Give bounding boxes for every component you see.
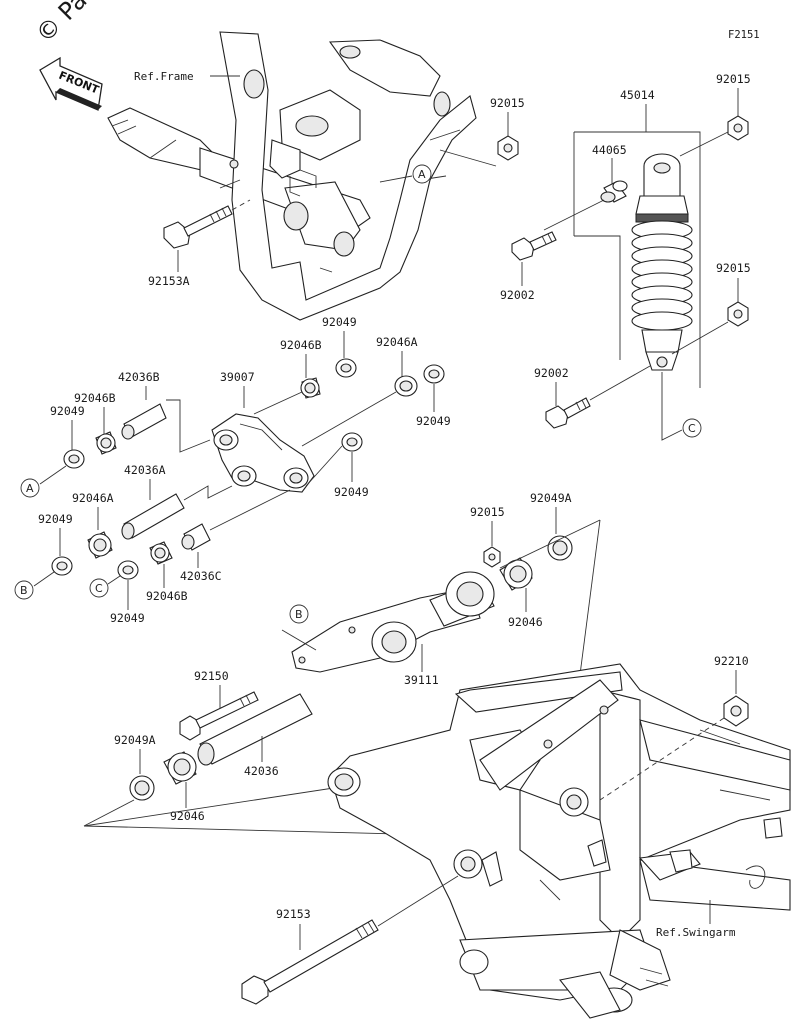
- bolt-92153A-icon: [163, 205, 233, 249]
- bearing-92046B-left-icon: [95, 431, 117, 455]
- bolt-92153-icon: [241, 919, 379, 1005]
- callout-a-frame: [412, 164, 432, 184]
- part-42036A-label: 42036A: [124, 463, 166, 477]
- part-92210-label: 92210: [714, 654, 749, 668]
- bolt-92150-icon: [179, 691, 259, 741]
- part-92049-lower-left-label: 92049: [38, 512, 73, 526]
- part-92046A-left-label: 92046A: [72, 491, 114, 505]
- part-92049A-left-label: 92049A: [114, 733, 156, 747]
- seal-92049-left-icon: [63, 449, 85, 469]
- ref-swingarm-label: Ref.Swingarm: [656, 926, 736, 939]
- part-42036B-label: 42036B: [118, 370, 160, 384]
- callout-b-rod: [289, 604, 309, 624]
- callout-c-shock-label: C: [688, 422, 696, 435]
- bearing-92046A-left-icon: [87, 531, 113, 559]
- seal-92049A-top-icon: [547, 535, 573, 561]
- swingarm-drawing: [327, 663, 791, 1019]
- seal-92049A-left-icon: [129, 775, 155, 801]
- nut-92015-link-icon: [483, 546, 501, 568]
- part-92049-right-label: 92049: [416, 414, 451, 428]
- seal-92049-right-icon: [423, 364, 445, 384]
- part-92046B-top-label: 92046B: [280, 338, 322, 352]
- watermark-text: © Pa: [30, 0, 92, 48]
- part-92049-top-label: 92049: [322, 315, 357, 329]
- front-arrow-icon: FRONT: [39, 56, 103, 111]
- part-45014-label: 45014: [620, 88, 655, 102]
- part-92046-left-label: 92046: [170, 809, 205, 823]
- part-92046B-left-label: 92046B: [74, 391, 116, 405]
- seal-92049-lower-left-icon: [51, 556, 73, 576]
- part-92015-top-label: 92015: [490, 96, 525, 110]
- callout-b-link-label: B: [20, 584, 28, 597]
- part-42036C-label: 42036C: [180, 569, 222, 583]
- seal-92049-mid-icon: [341, 432, 363, 452]
- part-92046A-top-label: 92046A: [376, 335, 418, 349]
- callout-b-link: [14, 580, 34, 600]
- sleeve-42036B-icon: [121, 403, 167, 440]
- ref-frame-label: Ref.Frame: [134, 70, 194, 83]
- sleeve-42036-icon: [197, 693, 313, 766]
- nut-92015-shock-top-icon: [727, 115, 749, 141]
- rocker-link-39007-icon: [211, 413, 315, 493]
- part-44065-label: 44065: [592, 143, 627, 157]
- part-92049-left-label: 92049: [50, 404, 85, 418]
- collar-44065-icon: [600, 180, 628, 203]
- part-39007-label: 39007: [220, 370, 255, 384]
- bearing-92046A-top-icon: [394, 375, 418, 397]
- callout-c-link-label: C: [95, 582, 103, 595]
- nut-92015-top-icon: [497, 135, 519, 161]
- part-92015-link-label: 92015: [470, 505, 505, 519]
- bearing-92046B-bottom-icon: [149, 541, 173, 565]
- bolt-92002-upper-icon: [511, 231, 557, 261]
- part-92150-label: 92150: [194, 669, 229, 683]
- part-92002-upper-label: 92002: [500, 288, 535, 302]
- part-92153-label: 92153: [276, 907, 311, 921]
- bolt-92002-lower-icon: [545, 397, 591, 429]
- figure-code: F2151: [728, 29, 760, 41]
- callout-c-shock: [682, 418, 702, 438]
- callout-a-link-label: A: [26, 482, 34, 495]
- callout-b-rod-label: B: [295, 608, 303, 621]
- part-92049-mid-label: 92049: [334, 485, 369, 499]
- nut-92015-shock-mid-icon: [727, 301, 749, 327]
- part-42036-label: 42036: [244, 764, 279, 778]
- nut-92210-icon: [723, 695, 749, 727]
- tie-rod-39111-icon: [291, 571, 495, 673]
- part-39111-label: 39111: [404, 673, 439, 687]
- part-92046B-bottom-label: 92046B: [146, 589, 188, 603]
- shock-absorber-icon: [631, 153, 693, 371]
- part-92153A-label: 92153A: [148, 274, 190, 288]
- part-92049-bottom-label: 92049: [110, 611, 145, 625]
- callout-a-frame-label: A: [418, 168, 426, 181]
- bearing-92046-left-icon: [163, 751, 197, 785]
- sleeve-42036C-icon: [181, 523, 211, 551]
- callout-c-link: [89, 578, 109, 598]
- bearing-92046B-top-icon: [300, 377, 321, 399]
- part-92015-shock-top-label: 92015: [716, 72, 751, 86]
- part-92015-shock-mid-label: 92015: [716, 261, 751, 275]
- part-92002-lower-label: 92002: [534, 366, 569, 380]
- part-92046-right-label: 92046: [508, 615, 543, 629]
- bearing-92046-right-icon: [499, 557, 533, 591]
- part-92049A-top-label: 92049A: [530, 491, 572, 505]
- sleeve-42036A-icon: [121, 493, 185, 540]
- seal-92049-top-icon: [335, 358, 357, 378]
- seal-92049-bottom-icon: [117, 560, 139, 580]
- callout-a-link: [20, 478, 40, 498]
